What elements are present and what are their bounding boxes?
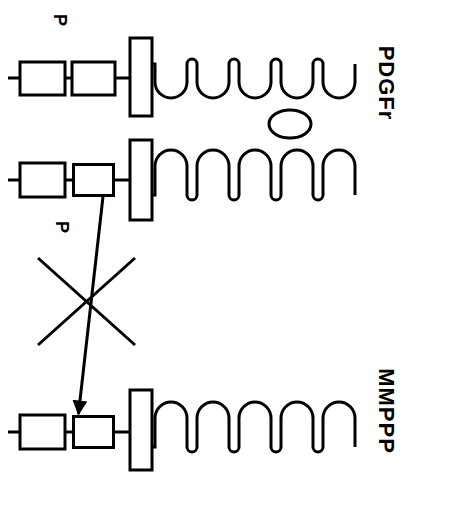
kinase-domain: PDGFr [72, 163, 115, 197]
receptor-name: PDGFr [375, 46, 397, 121]
phosphorylation-arrow [78, 197, 103, 414]
phospho-label: P [51, 14, 69, 26]
kinase-domain: MMPPP [72, 415, 115, 449]
receptor-name: MMPPP [375, 368, 397, 454]
phospho-label: P [53, 221, 71, 233]
